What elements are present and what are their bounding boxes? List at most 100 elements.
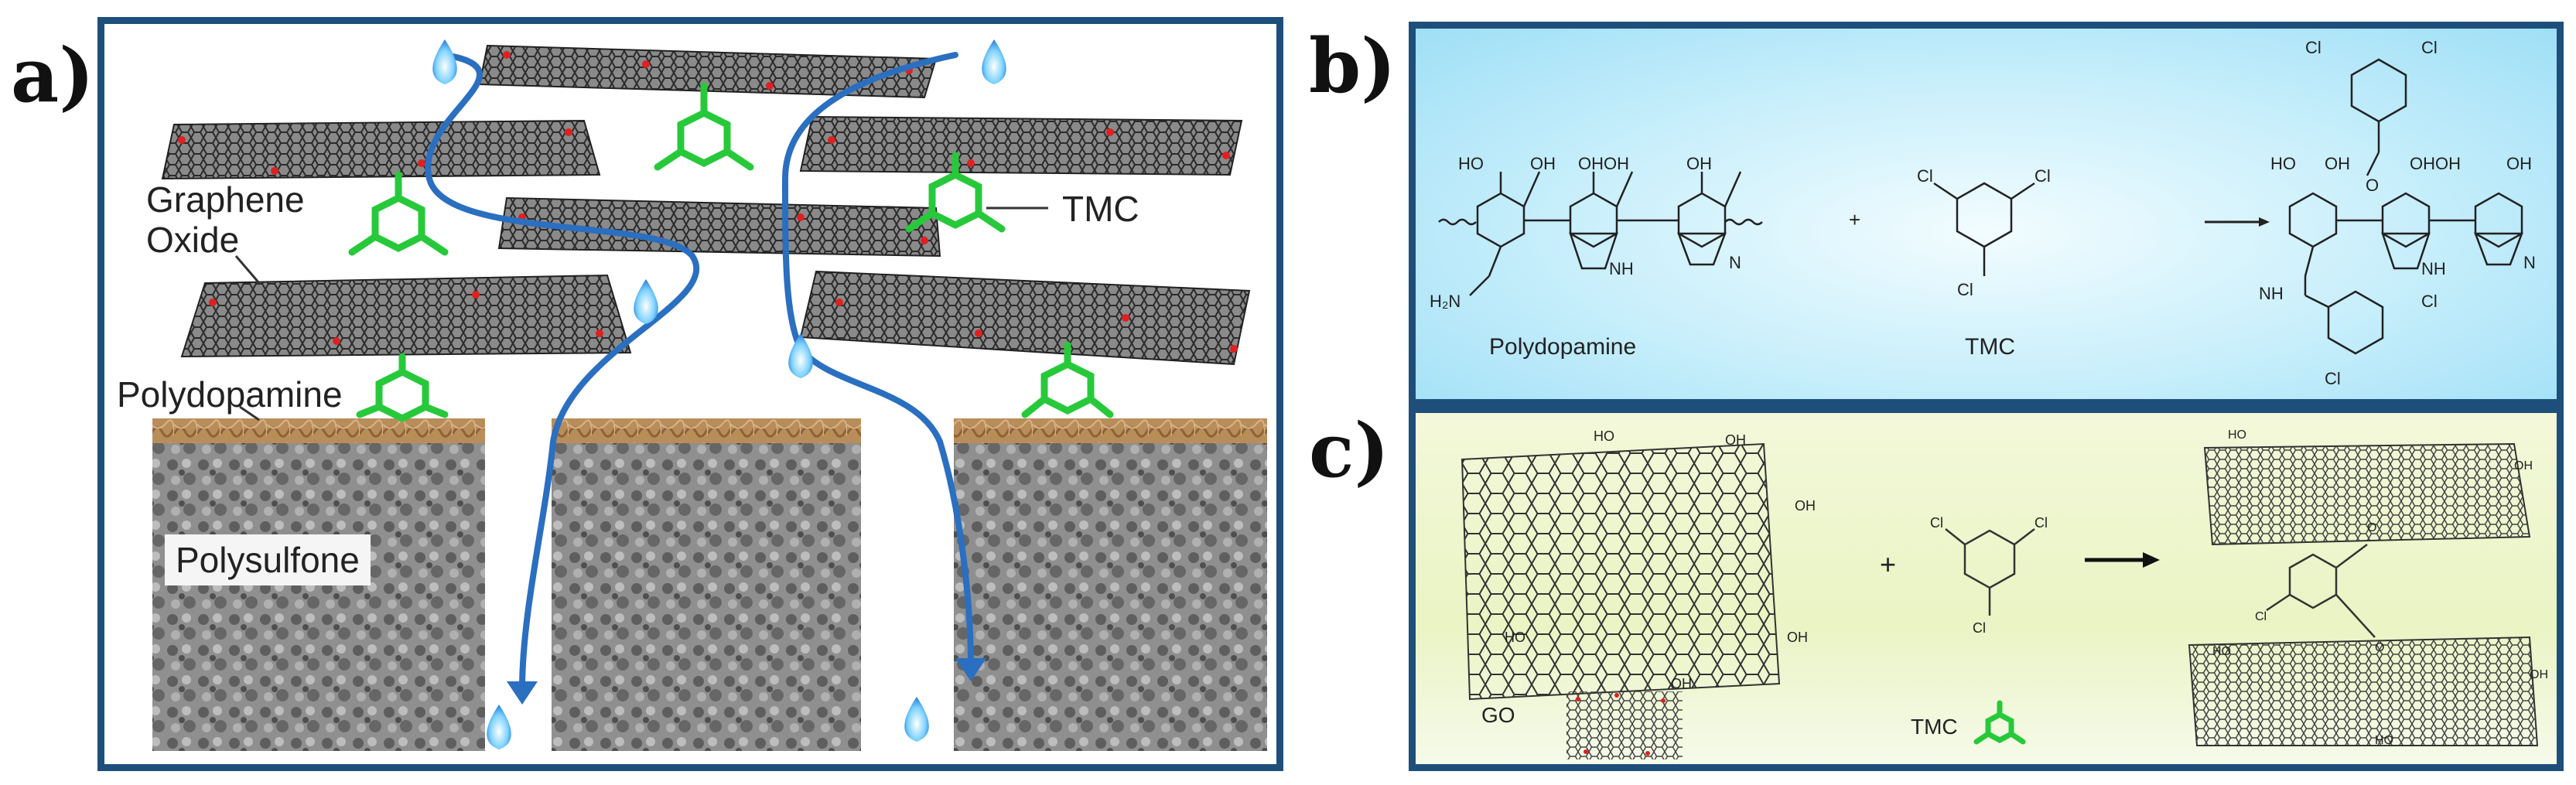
membrane-schematic: [152, 39, 1267, 751]
atom-n-b1: N: [1729, 253, 1741, 272]
atom-ohoh-b2: OHOH: [2410, 154, 2461, 173]
atom-cl-c1: Cl: [1930, 515, 1943, 531]
go-sheet-product-bottom: [2188, 636, 2539, 746]
flow-path-left: [425, 52, 700, 692]
panel-b-polydopamine-tmc-reaction: HO OH OHOH OH NH N H₂N Polydopamine + Cl…: [1409, 22, 2564, 406]
polydopamine-layer-left: [152, 418, 485, 443]
flow-arrowheads: [507, 658, 986, 705]
crosslinked-product-b: [2288, 58, 2523, 355]
label-polydopamine-b: Polydopamine: [1489, 334, 1637, 360]
droplet-5: [487, 705, 511, 749]
go-sheet-upper-left: [161, 119, 601, 180]
atom-oh-c5: OH: [2514, 459, 2533, 473]
polysulfone-block-left: [152, 442, 485, 751]
atom-ho-c3: HO: [2228, 428, 2246, 442]
reaction-arrowhead-c: [2143, 552, 2160, 568]
atom-oh-c1: OH: [1725, 432, 1746, 448]
droplet-4: [788, 333, 813, 378]
atom-cl-b1: Cl: [1917, 166, 1933, 186]
plus-sign-c: +: [1880, 548, 1897, 580]
atom-oh-c6: OH: [2530, 668, 2548, 681]
tmc-molecule-1: [348, 171, 449, 256]
polydopamine-layer-middle: [552, 418, 861, 443]
go-sheet-product-top: [2203, 442, 2531, 546]
tmc-linker-product: [2266, 544, 2376, 638]
atom-n-b2: N: [2523, 253, 2536, 272]
tmc-molecule-3: [905, 152, 1006, 233]
polysulfone-block-middle: [552, 442, 861, 751]
graphene-oxide-sheets: [161, 44, 1251, 366]
atom-oh-b1: OH: [1530, 154, 1556, 173]
atom-nh-b1: NH: [1609, 259, 1634, 278]
atom-o-c1: O: [2367, 521, 2377, 534]
go-sheet-lower-left: [180, 274, 632, 358]
atom-oh-b4: OH: [2506, 154, 2532, 173]
water-droplets: [432, 39, 1006, 749]
atom-cl-b6: Cl: [2421, 292, 2438, 311]
atom-cl-b3: Cl: [1957, 280, 1973, 299]
atom-oh-c3: OH: [1787, 630, 1808, 645]
atom-h2n-b1: H₂N: [1430, 292, 1461, 311]
oxygen-groups: [178, 51, 1238, 353]
label-go-c: GO: [1481, 703, 1515, 727]
droplet-1: [432, 39, 457, 84]
polysulfone-block-right: [954, 442, 1267, 751]
go-sheet-top: [478, 44, 938, 99]
label-polydopamine: Polydopamine: [117, 374, 343, 415]
reaction-arrowhead-b: [2259, 217, 2270, 227]
atom-ho-c1: HO: [1594, 428, 1614, 444]
panel-label-a: a): [11, 32, 94, 119]
atom-ho-c4: HO: [2212, 645, 2231, 658]
plus-sign-b: +: [1849, 208, 1861, 231]
atom-ho-c5: HO: [2375, 734, 2393, 747]
atom-ohoh-b1: OHOH: [1578, 154, 1629, 173]
go-sheet-upper-right: [799, 115, 1243, 176]
panel-a-membrane-schematic: Graphene Oxide Polydopamine Polysulfone …: [97, 17, 1283, 771]
droplet-2: [982, 39, 1006, 84]
go-sheet-center: [497, 196, 941, 258]
atom-o-b1: O: [2366, 176, 2380, 195]
atom-oh-b2: OH: [1686, 154, 1712, 173]
tmc-molecule-2: [654, 82, 754, 171]
atom-ho-c2: HO: [1505, 630, 1525, 645]
panel-label-c: c): [1309, 407, 1389, 494]
atom-ho-b1: HO: [1458, 154, 1484, 173]
droplet-6: [904, 697, 929, 742]
label-graphene: Graphene: [146, 179, 305, 220]
atom-oh-b3: OH: [2325, 154, 2350, 173]
atom-ho-b2: HO: [2270, 154, 2296, 173]
panel-label-b: b): [1309, 22, 1396, 110]
polydopamine-layer-right: [954, 418, 1267, 443]
atom-o-c2: O: [2375, 641, 2385, 654]
reaction-scheme-b: [1438, 58, 2523, 355]
atom-cl-b4: Cl: [2305, 38, 2321, 57]
label-oxide: Oxide: [146, 220, 240, 260]
tmc-structure-b: [1933, 182, 2035, 276]
tmc-structure-c: [1945, 528, 2035, 616]
atom-oh-c4: OH: [1671, 676, 1692, 691]
atom-cl-b5: Cl: [2421, 38, 2438, 57]
atom-cl-b7: Cl: [2325, 369, 2341, 388]
label-tmc: TMC: [1062, 189, 1139, 229]
go-inset-oxygen: [1576, 693, 1666, 756]
go-structure-reactant: [1461, 442, 1781, 701]
atom-nh-b3: NH: [2259, 284, 2284, 303]
label-tmc-c: TMC: [1911, 715, 1958, 739]
atom-cl-c4: Cl: [2255, 610, 2267, 623]
reaction-scheme-c: [1461, 442, 2539, 759]
polydopamine-structure: [1438, 171, 1763, 296]
atom-nh-b2: NH: [2421, 259, 2446, 278]
panel-c-go-tmc-reaction: HO HO OH OH OH OH GO + Cl Cl Cl TMC HO O…: [1409, 406, 2564, 771]
label-polysulfone: Polysulfone: [165, 534, 371, 585]
atom-cl-c3: Cl: [1973, 620, 1986, 636]
go-sheet-lower-right: [799, 270, 1251, 366]
label-pointers: [234, 206, 1048, 422]
atom-cl-b2: Cl: [2034, 166, 2051, 186]
atom-oh-c2: OH: [1795, 498, 1816, 514]
tmc-molecule-5: [1021, 341, 1114, 418]
label-tmc-b: TMC: [1965, 334, 2015, 360]
tmc-inset-green: [1973, 700, 2026, 745]
droplet-3: [634, 279, 658, 324]
tmc-molecule-4: [356, 353, 449, 423]
atom-cl-c2: Cl: [2034, 515, 2048, 531]
